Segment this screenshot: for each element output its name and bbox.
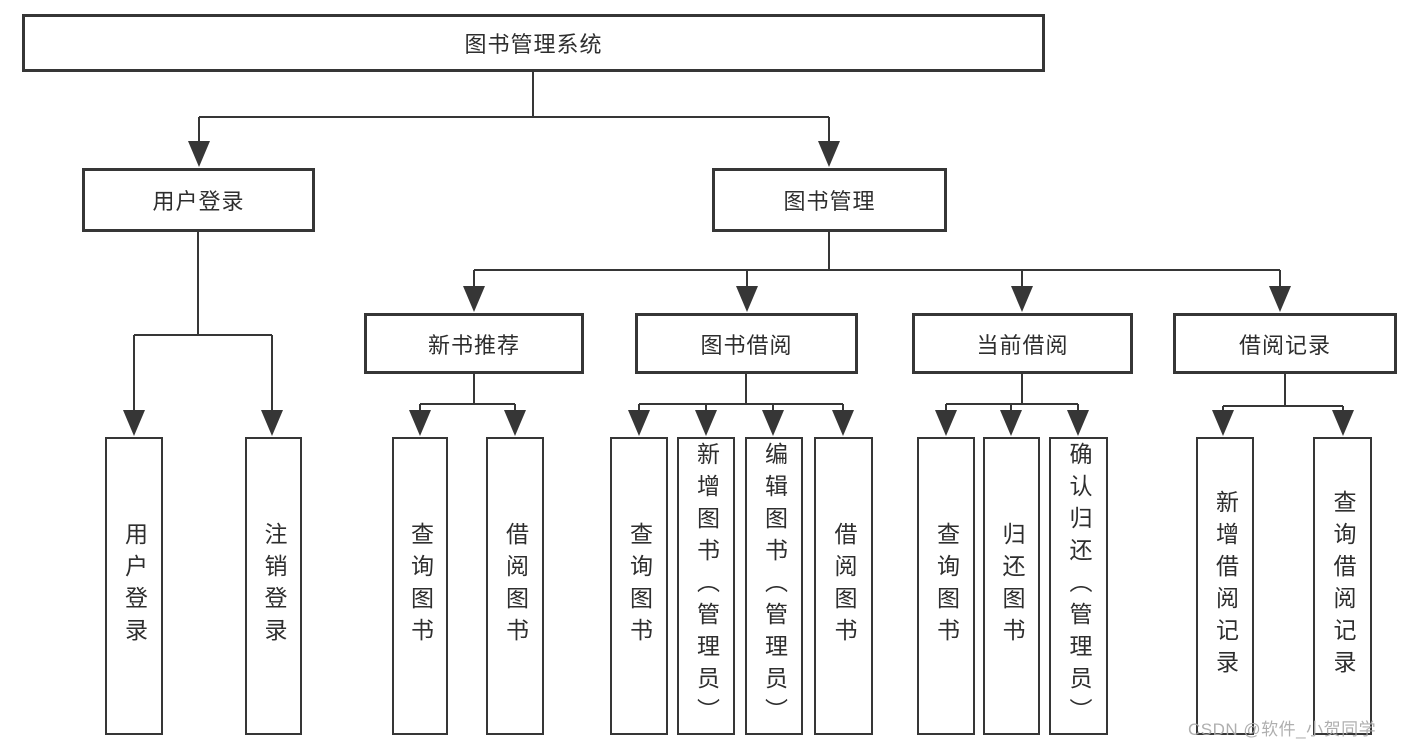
leaf-return-book: 归还图书 — [983, 437, 1040, 735]
leaf-query-books-current: 查询图书 — [917, 437, 975, 735]
leaf-user-login: 用户登录 — [105, 437, 163, 735]
leaf-borrow-books-recommend-label: 借阅图书 — [502, 522, 529, 650]
leaf-query-borrow-record: 查询借阅记录 — [1313, 437, 1372, 735]
leaf-add-borrow-record: 新增借阅记录 — [1196, 437, 1254, 735]
leaf-return-book-label: 归还图书 — [999, 522, 1025, 650]
leaf-query-books-current-label: 查询图书 — [933, 522, 960, 650]
leaf-confirm-return-admin-label: 确认归还（管理员） — [1066, 442, 1092, 730]
leaf-query-borrow-record-label: 查询借阅记录 — [1330, 490, 1356, 682]
leaf-add-borrow-record-label: 新增借阅记录 — [1212, 490, 1239, 682]
leaf-query-books-recommend: 查询图书 — [392, 437, 448, 735]
node-book-management: 图书管理 — [712, 168, 947, 232]
leaf-borrow-books-label: 借阅图书 — [831, 522, 857, 650]
leaf-borrow-books: 借阅图书 — [814, 437, 873, 735]
leaf-borrow-books-recommend: 借阅图书 — [486, 437, 544, 735]
node-borrow-records: 借阅记录 — [1173, 313, 1397, 374]
leaf-user-login-label: 用户登录 — [121, 522, 148, 650]
leaf-add-book-admin: 新增图书（管理员） — [677, 437, 735, 735]
node-user-login: 用户登录 — [82, 168, 315, 232]
node-new-book-recommend: 新书推荐 — [364, 313, 584, 374]
leaf-query-books-recommend-label: 查询图书 — [407, 522, 434, 650]
node-library-system: 图书管理系统 — [22, 14, 1045, 72]
leaf-query-books-borrow: 查询图书 — [610, 437, 668, 735]
leaf-logout: 注销登录 — [245, 437, 302, 735]
node-book-borrow: 图书借阅 — [635, 313, 858, 374]
leaf-edit-book-admin: 编辑图书（管理员） — [745, 437, 803, 735]
watermark: CSDN @软件_小贺同学 — [1188, 720, 1377, 739]
leaf-edit-book-admin-label: 编辑图书（管理员） — [761, 442, 788, 730]
leaf-query-books-borrow-label: 查询图书 — [626, 522, 653, 650]
leaf-logout-label: 注销登录 — [261, 522, 287, 650]
leaf-confirm-return-admin: 确认归还（管理员） — [1049, 437, 1108, 735]
node-current-borrow: 当前借阅 — [912, 313, 1133, 374]
leaf-add-book-admin-label: 新增图书（管理员） — [693, 442, 720, 730]
arrowheads — [123, 141, 1354, 436]
